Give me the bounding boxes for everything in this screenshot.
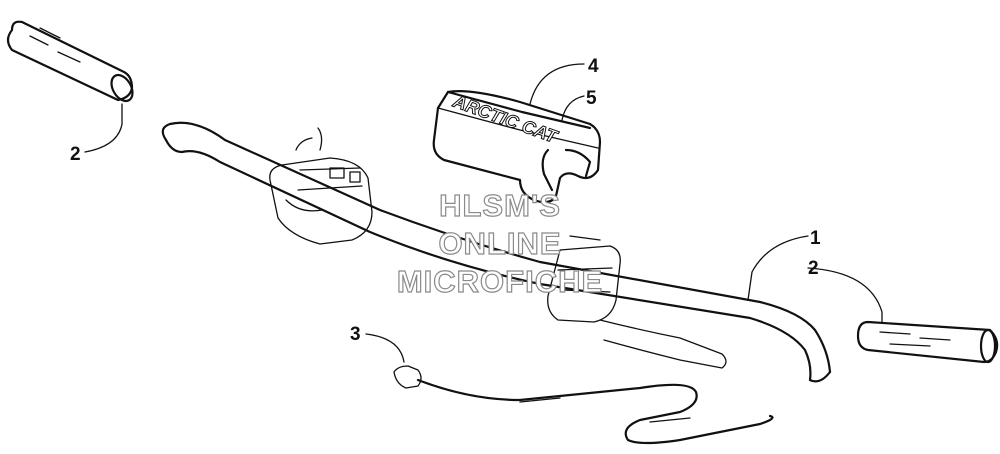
grip-right [856, 320, 999, 364]
callout-pad-decal: 5 [586, 88, 597, 109]
left-switch-housing [269, 127, 373, 245]
leader-handlebar [747, 235, 809, 301]
handlebar-pad: ARCTIC CAT [432, 90, 602, 204]
leader-pad [529, 63, 585, 105]
callout-pad: 4 [588, 56, 599, 77]
callout-grip-left: 2 [70, 144, 81, 165]
cable [393, 365, 774, 445]
leader-decal [561, 95, 585, 121]
watermark-line1: HLSM'S [439, 188, 561, 223]
leader-cable [365, 333, 405, 363]
watermark-line2: ONLINE [438, 226, 561, 261]
callout-grip-right: 2 [808, 258, 819, 279]
leader-lines [84, 63, 883, 363]
callout-cable: 3 [350, 324, 361, 345]
brake-lever-assembly [547, 235, 727, 369]
leader-right-grip [807, 267, 883, 323]
grip-left [6, 20, 134, 103]
watermark: HLSM'S ONLINE MICROFICHE [396, 187, 603, 299]
handlebar [161, 121, 832, 383]
leader-left-grip [84, 103, 123, 153]
watermark-line3: MICROFICHE [397, 264, 603, 299]
callout-handlebar: 1 [810, 228, 821, 249]
